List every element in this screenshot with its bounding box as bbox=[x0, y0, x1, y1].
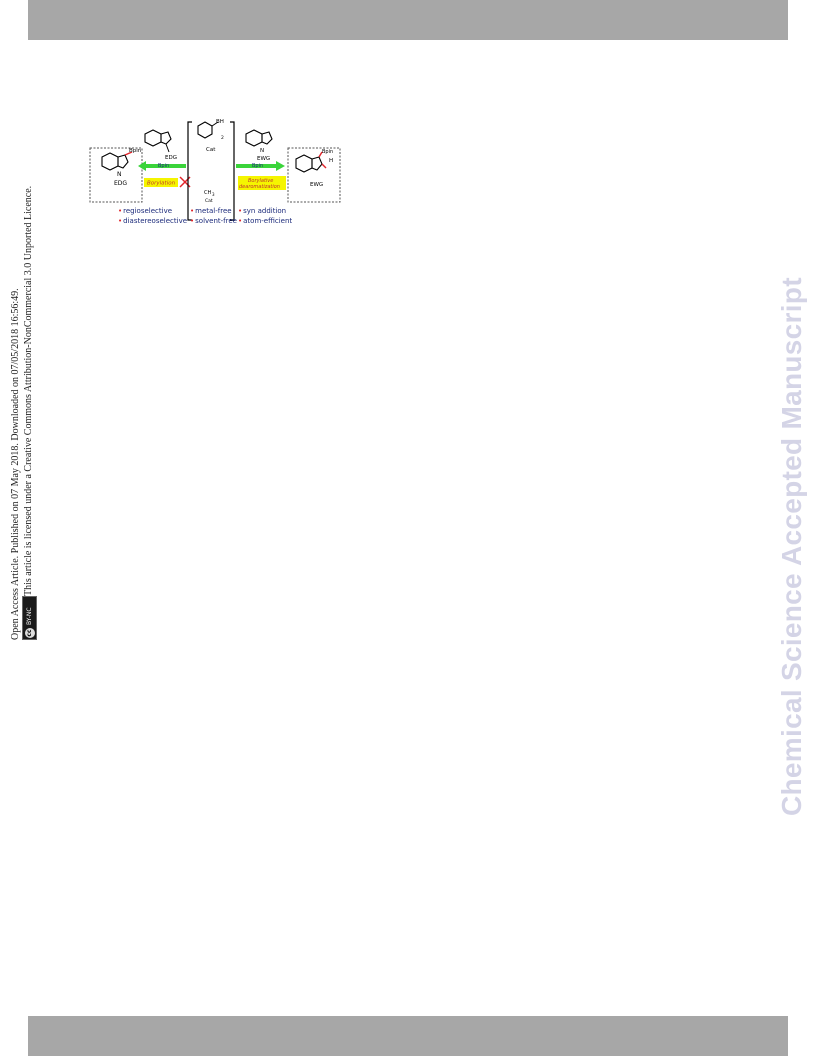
left-product-bpin: Bpin bbox=[129, 148, 142, 154]
feature-item: •syn addition bbox=[238, 207, 287, 215]
right-label-highlight bbox=[238, 176, 286, 190]
bottom-catalyst: Cat bbox=[205, 198, 213, 204]
right-substrate-pyrrole bbox=[261, 131, 273, 145]
right-arrow-label: Bpin bbox=[252, 163, 263, 169]
left-label-highlight bbox=[144, 178, 178, 187]
right-benzene-ring bbox=[295, 154, 313, 173]
cc-license-badge[interactable]: cc BY-NC bbox=[22, 596, 37, 640]
license-info[interactable]: This article is licensed under a Creativ… bbox=[23, 185, 34, 596]
left-arrow bbox=[138, 161, 186, 171]
feature-item: •regioselective bbox=[118, 207, 173, 215]
catalyst-label: Cat bbox=[206, 147, 216, 153]
right-c-h-bond bbox=[321, 163, 327, 169]
right-product-box bbox=[287, 147, 341, 203]
right-pyrroline-ring bbox=[311, 156, 323, 171]
reaction-scheme: Bpin N EDG EDG Bpin Borylation BH 2 Cat … bbox=[89, 119, 341, 221]
feature-item: •metal-free bbox=[190, 207, 232, 215]
reagent-bh: BH bbox=[216, 119, 224, 125]
left-substrate-ring bbox=[144, 129, 162, 147]
left-product-edg: EDG bbox=[114, 180, 127, 187]
left-benzene-ring bbox=[101, 152, 119, 171]
right-arrow bbox=[236, 161, 285, 171]
dearomatization-label: dearomatization bbox=[239, 184, 280, 190]
left-pyrrole-ring bbox=[117, 154, 129, 169]
feature-item: •atom-efficient bbox=[238, 217, 293, 225]
left-substrate-pyrrole bbox=[160, 131, 172, 145]
accepted-manuscript-watermark: Chemical Science Accepted Manuscript bbox=[776, 277, 807, 816]
feature-item: •diastereoselective bbox=[118, 217, 188, 225]
catalyst-ring bbox=[197, 121, 213, 139]
right-substrate-ewg: EWG bbox=[257, 156, 270, 162]
right-product-h: H bbox=[329, 158, 333, 164]
left-substrate-edg: EDG bbox=[165, 155, 177, 161]
borylation-label: Borylation bbox=[147, 181, 176, 187]
left-product-n: N bbox=[117, 171, 122, 178]
article-margin-note: Open Access Article. Published on 07 May… bbox=[4, 0, 64, 640]
publication-info: Open Access Article. Published on 07 May… bbox=[10, 288, 21, 640]
right-bracket bbox=[230, 121, 235, 221]
left-c-b-bond bbox=[124, 151, 133, 156]
header-bar bbox=[28, 0, 788, 40]
feature-list: •regioselective •diastereoselective •met… bbox=[118, 207, 318, 229]
left-bracket bbox=[187, 121, 192, 221]
footer-bar bbox=[28, 1016, 788, 1056]
right-substrate-n: N bbox=[260, 148, 264, 154]
license-type: BY-NC bbox=[26, 607, 33, 625]
left-arrow-label: Bpin bbox=[158, 163, 169, 169]
right-product-ewg: EWG bbox=[310, 182, 323, 188]
reagent-sub: 2 bbox=[221, 135, 224, 141]
right-product-bpin: Bpin bbox=[322, 149, 333, 155]
left-product-box bbox=[89, 147, 143, 203]
right-c-b-bond bbox=[318, 151, 323, 158]
bottom-reagent: CH bbox=[204, 190, 211, 196]
reagent-bond bbox=[211, 121, 219, 127]
bottom-reagent-sub: 3 bbox=[212, 192, 215, 197]
borylative-label: Borylative bbox=[248, 178, 273, 184]
cc-icon: cc bbox=[24, 628, 35, 638]
left-substrate-bond bbox=[165, 143, 170, 153]
right-substrate-ring bbox=[245, 129, 263, 147]
feature-item: •solvent-free bbox=[190, 217, 237, 225]
